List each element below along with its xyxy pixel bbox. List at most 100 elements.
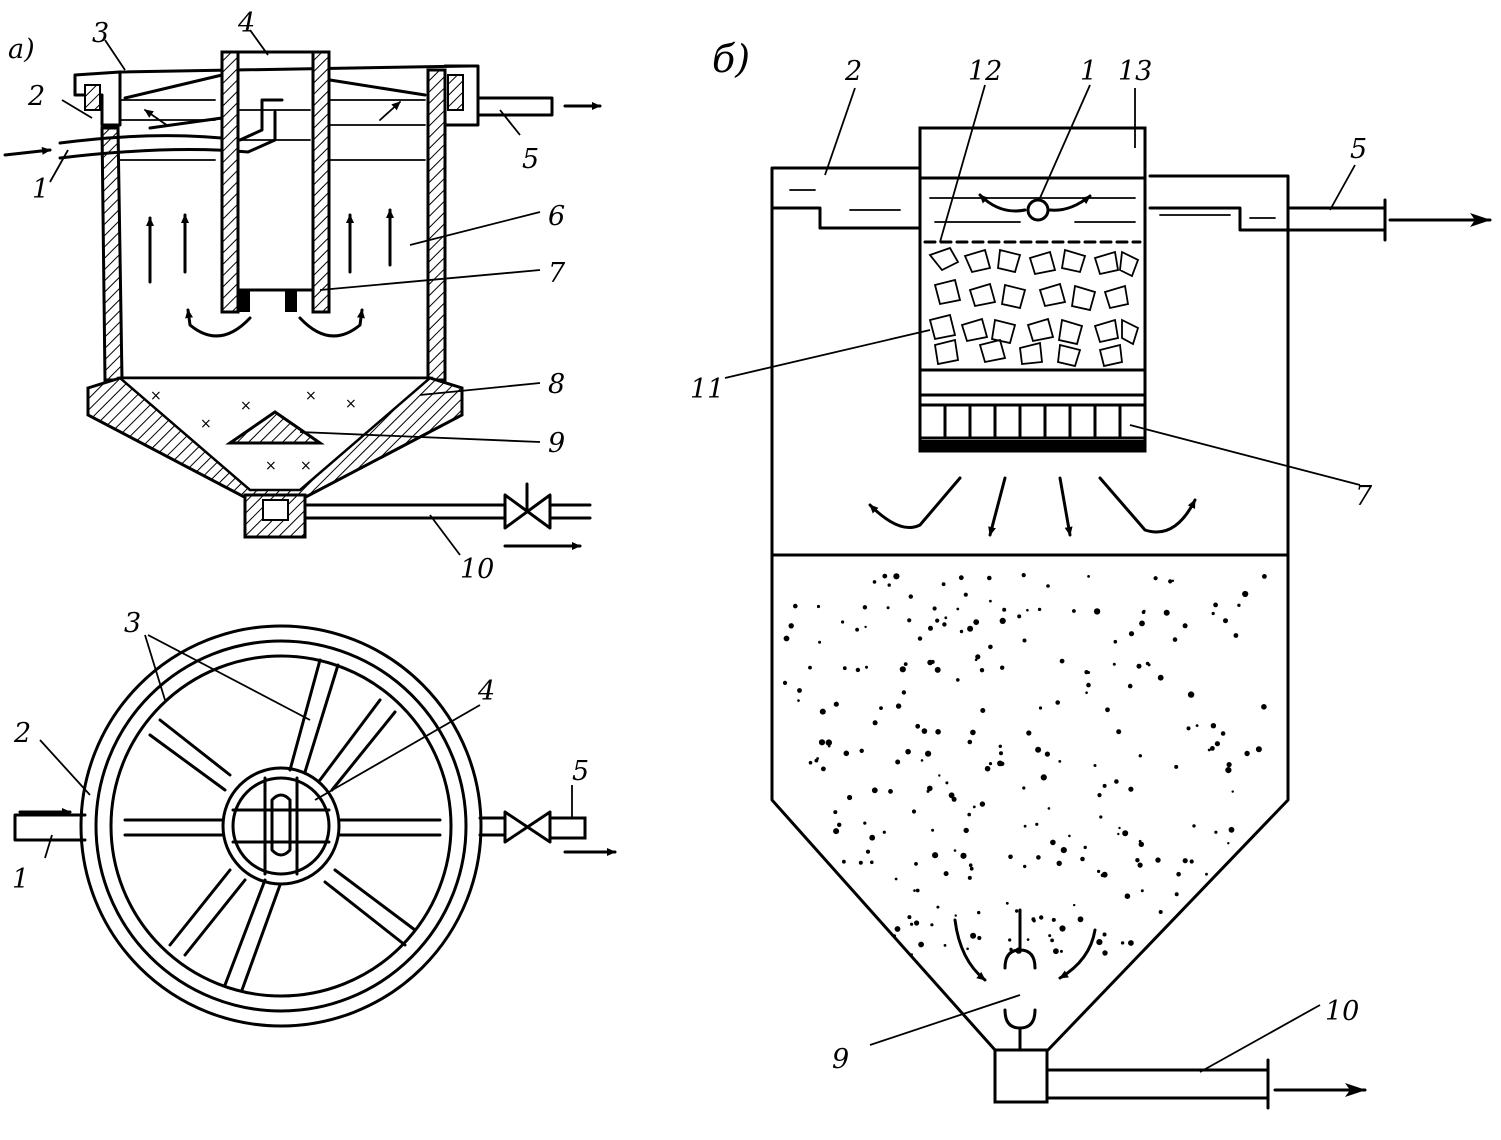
sludge-dot (1113, 639, 1118, 644)
sludge-dot (808, 760, 813, 765)
sludge-dot (935, 618, 940, 623)
central-pipe-left-wall (220, 50, 240, 314)
sludge-dot (783, 635, 790, 642)
sludge-dot (894, 926, 901, 932)
sludge-dot (989, 599, 992, 603)
sludge-dot (974, 658, 978, 662)
sludge-dot (999, 751, 1003, 756)
sludge-dot (972, 805, 976, 809)
sludge-dot (917, 636, 923, 641)
sludge-dot (1099, 815, 1103, 819)
sludge-dot (930, 923, 934, 927)
sludge-dot (1101, 871, 1108, 878)
sludge-dot (1085, 691, 1088, 694)
label-b-10: 10 (1325, 996, 1359, 1027)
sludge-dot (1171, 579, 1175, 582)
sludge-dot (915, 723, 921, 729)
sludge-dot (1060, 847, 1067, 854)
label-a-1: 1 (32, 174, 49, 205)
sludge-dot (869, 834, 876, 841)
plan-outlet-valve (503, 810, 552, 844)
sludge-dot (833, 810, 838, 815)
sludge-dot (931, 828, 935, 832)
label-a-8: 8 (548, 369, 565, 400)
upflow-arrows (146, 208, 394, 338)
sludge-dot (825, 739, 832, 746)
sludge-dot (967, 812, 971, 817)
collecting-trough-right (443, 64, 480, 127)
sludge-dot (1138, 841, 1145, 847)
sludge-dot (1262, 574, 1267, 579)
label-a-6: 6 (548, 201, 565, 232)
panel-b-title: б) (712, 37, 750, 81)
sludge-dot (1059, 658, 1065, 664)
sludge-dot (797, 688, 802, 693)
sludge-dot (932, 852, 939, 859)
sludge-dot (1124, 893, 1131, 899)
sludge-dot (1039, 915, 1044, 920)
sludge-dot (921, 728, 928, 734)
sludge-dot (793, 603, 798, 609)
sludge-dot (1140, 889, 1144, 893)
sludge-dot (1037, 607, 1042, 612)
label-a-3: 3 (92, 18, 109, 49)
sludge-dot (1226, 762, 1232, 768)
sludge-dot (903, 662, 908, 666)
sludge-dot (843, 750, 850, 757)
sludge-dot (988, 644, 993, 650)
sludge-dot (1112, 662, 1116, 666)
sludge-dot (984, 765, 991, 772)
sludge-dot (999, 761, 1005, 767)
sludge-dot (1211, 611, 1215, 616)
sludge-dot (894, 877, 898, 881)
sludge-dot (816, 604, 821, 609)
sludge-dot (892, 934, 897, 938)
label-b-7: 7 (1355, 481, 1373, 512)
sludge-dot (1102, 783, 1107, 788)
sludge-dot (951, 796, 957, 802)
sludge-dot (888, 789, 893, 794)
trough-lip-right (447, 74, 464, 111)
sludge-dot (944, 616, 948, 620)
sludge-dot (847, 794, 853, 801)
reflector-cone (225, 410, 325, 445)
sludge-dot (1086, 682, 1091, 688)
sludge-dot (863, 821, 867, 825)
label-plan-2: 2 (13, 718, 31, 749)
sludge-dot (1059, 925, 1066, 932)
sludge-dot (882, 830, 886, 834)
sludge-dot (941, 582, 946, 587)
sludge-dot (1022, 786, 1026, 790)
sludge-dot (999, 617, 1006, 625)
sludge-dot (899, 666, 906, 673)
label-plan-5: 5 (572, 756, 589, 787)
sludge-dot (1189, 859, 1194, 864)
drain-box (993, 1048, 1049, 1104)
plan-center-grid (231, 776, 331, 876)
downflow-arrows (868, 476, 1197, 537)
sludge-dot (1187, 691, 1195, 698)
sludge-dot (966, 947, 969, 951)
sludge-dot (1135, 858, 1140, 863)
sludge-dot (1068, 834, 1071, 838)
label-plan-1: 1 (12, 864, 29, 895)
sludge-dot (1050, 938, 1054, 943)
sludge-dot (963, 827, 969, 834)
sludge-dot (1097, 869, 1101, 874)
sludge-dot (973, 619, 980, 625)
svg-text:×: × (345, 396, 357, 412)
label-b-11: 11 (690, 374, 724, 405)
sludge-dot (1051, 917, 1056, 922)
sludge-dot (1073, 903, 1076, 907)
trough-b-right (1148, 198, 1387, 242)
tank-left-wall (100, 126, 124, 382)
sludge-dot (1139, 620, 1145, 627)
sludge-dot (907, 915, 912, 920)
sludge-dot (905, 748, 911, 755)
sludge-dot (1255, 746, 1262, 753)
sludge-dot (871, 787, 878, 794)
sludge-dot (943, 944, 947, 947)
sludge-dot (1163, 609, 1170, 616)
sludge-dot (945, 781, 949, 785)
sludge-dot (968, 863, 973, 867)
